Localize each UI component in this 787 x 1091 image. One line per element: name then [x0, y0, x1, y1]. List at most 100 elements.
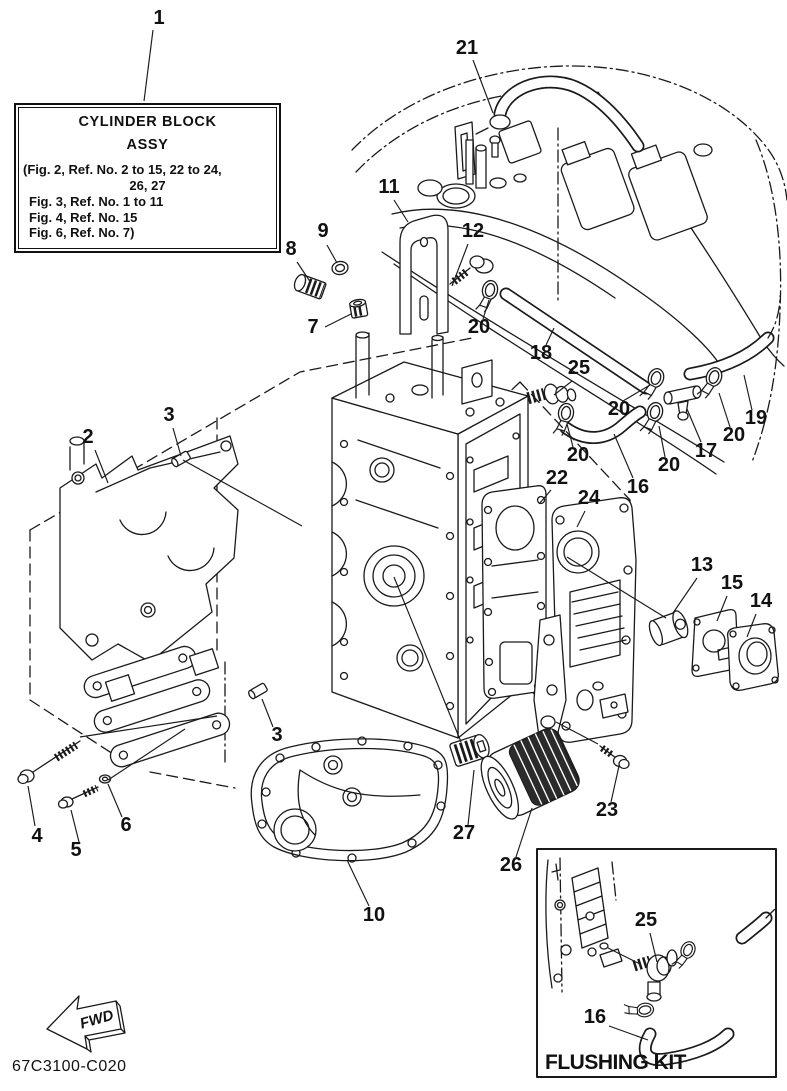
construction-line	[79, 715, 218, 738]
callout-27: 27	[453, 822, 475, 844]
callout-14: 14	[750, 590, 773, 612]
thermostat-cover-14	[726, 623, 779, 691]
bolt-5	[57, 784, 99, 809]
callout-12: 12	[462, 220, 484, 242]
callout-16: 16	[627, 476, 649, 498]
callout-8: 8	[285, 238, 296, 260]
callout-20: 20	[567, 444, 589, 466]
callout-leader-1	[143, 29, 154, 102]
note-references: (Fig. 2, Ref. No. 2 to 15, 22 to 24, 26,…	[22, 162, 273, 241]
callout-leader-9	[326, 244, 338, 264]
callout-leader-11	[393, 199, 409, 223]
callout-leader-20	[482, 299, 490, 320]
t-fitting-17	[663, 385, 702, 421]
exhaust-cover-24	[551, 497, 637, 743]
construction-line	[555, 721, 599, 745]
callout-18: 18	[530, 342, 552, 364]
callout-24: 24	[578, 487, 601, 509]
flushing-kit-title: FLUSHING KIT	[545, 1051, 687, 1074]
bracket-11	[399, 214, 449, 335]
dowel-pin-3b	[248, 682, 268, 700]
bolt-12	[449, 255, 494, 287]
callout-leader-3	[172, 427, 182, 457]
callout-leader-10	[346, 859, 370, 907]
callout-leader-21	[472, 59, 494, 114]
callout-leader-20	[658, 425, 666, 458]
fwd-arrow: FWD	[46, 995, 126, 1053]
callout-leader-25	[553, 380, 573, 396]
washer-9	[331, 260, 349, 276]
exhaust-gasket-22	[481, 485, 547, 699]
washer-6	[98, 774, 112, 784]
note-ref-line: Fig. 3, Ref. No. 1 to 11	[29, 193, 164, 209]
callout-20: 20	[608, 398, 630, 420]
callout-leader-6	[107, 783, 123, 818]
callout-25: 25	[568, 357, 590, 379]
flushing-kit-inset: FLUSHING KIT	[536, 848, 777, 1078]
callout-26: 26	[500, 854, 522, 876]
construction-line	[393, 576, 462, 743]
construction-line	[107, 728, 186, 781]
oil-plug-27	[449, 734, 490, 767]
note-title-line2: ASSY	[126, 137, 169, 153]
powerhead-top	[391, 120, 719, 363]
callout-19: 19	[745, 407, 767, 429]
callout-3: 3	[271, 724, 282, 746]
callout-leader-20	[718, 392, 731, 428]
callout-11: 11	[378, 176, 399, 198]
callout-leader-4	[27, 785, 36, 827]
callout-leader-20	[622, 384, 651, 402]
callout-5: 5	[70, 839, 81, 861]
construction-line	[566, 556, 667, 619]
callout-leader-15	[716, 595, 728, 622]
callout-7: 7	[307, 316, 318, 338]
note-ref-line: Fig. 6, Ref. No. 7)	[29, 225, 135, 241]
callout-20: 20	[468, 316, 490, 338]
callout-3: 3	[163, 404, 174, 426]
callout-leader-3	[261, 698, 274, 728]
callout-13: 13	[691, 554, 713, 576]
callout-leader-23	[610, 765, 620, 803]
callout-25: 25	[635, 909, 657, 931]
callout-6: 6	[120, 814, 131, 836]
callout-leader-13	[672, 577, 698, 614]
callout-leader-19	[743, 374, 753, 411]
callout-9: 9	[317, 220, 328, 242]
callout-20: 20	[723, 424, 745, 446]
callout-leader-17	[686, 408, 702, 443]
oil-filter-26	[480, 728, 580, 820]
assembly-note-inner: CYLINDER BLOCK ASSY (Fig. 2, Ref. No. 2 …	[18, 107, 277, 250]
note-title-line1: CYLINDER BLOCK	[78, 114, 217, 130]
callout-4: 4	[31, 825, 43, 847]
callout-15: 15	[721, 572, 743, 594]
callout-23: 23	[596, 799, 618, 821]
grommet-7	[349, 298, 369, 319]
callout-16: 16	[584, 1006, 606, 1028]
callout-leader-16	[613, 433, 634, 479]
bolt-23	[599, 745, 630, 770]
callout-21: 21	[456, 37, 478, 59]
thermostat-13	[648, 610, 689, 647]
callout-leader-5	[70, 809, 80, 843]
callout-10: 10	[363, 904, 385, 926]
callout-20: 20	[658, 454, 680, 476]
callout-leader-16	[608, 1025, 649, 1041]
water-hoses	[475, 75, 781, 445]
callout-leader-18	[545, 327, 555, 346]
callout-leader-2	[94, 449, 109, 484]
callout-2: 2	[82, 426, 93, 448]
callout-leader-24	[576, 510, 586, 528]
callout-leader-26	[515, 807, 533, 858]
callout-leader-14	[746, 613, 757, 638]
gasket-10	[250, 736, 449, 863]
construction-line	[182, 459, 303, 527]
callout-leader-27	[467, 769, 475, 826]
bolt-4	[17, 740, 81, 785]
callout-leader-7	[324, 313, 352, 328]
callout-leader-25	[649, 932, 658, 963]
note-ref-line: Fig. 4, Ref. No. 15	[29, 209, 138, 225]
dowel-pin-3a	[171, 450, 191, 468]
